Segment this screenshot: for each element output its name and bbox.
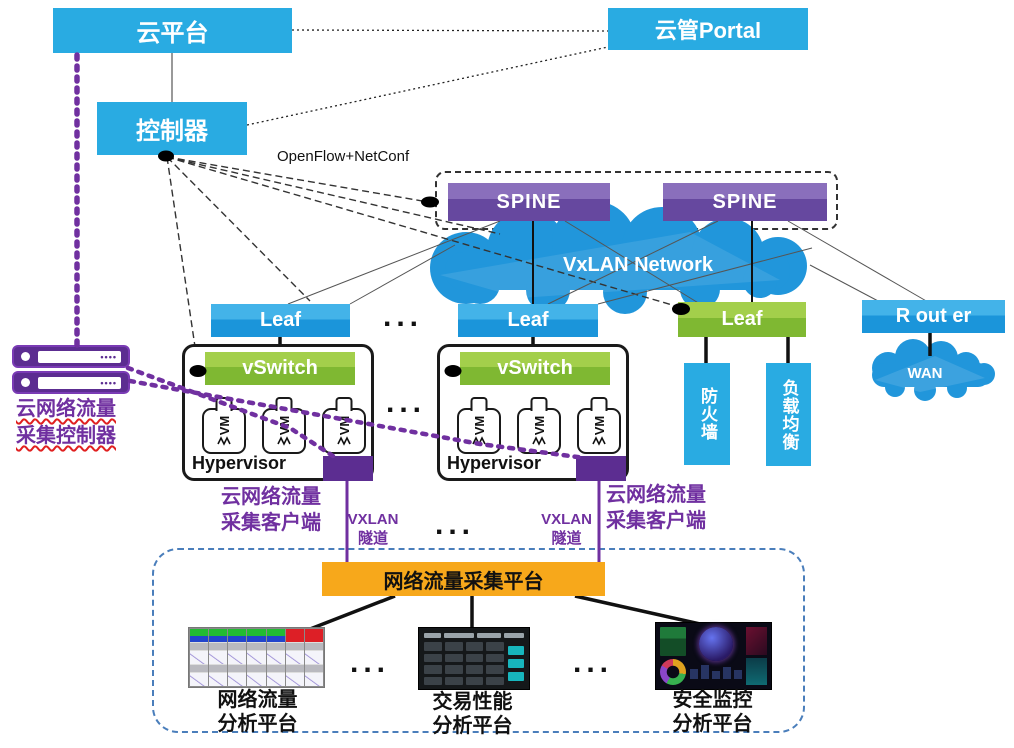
leaf-node-2: Leaf	[458, 304, 598, 337]
leaf-node-1: Leaf	[211, 304, 350, 337]
firewall-node: 防火墙	[684, 363, 730, 465]
vm-label: VM	[216, 415, 232, 436]
collector-label: 云网络流量 采集控制器	[16, 398, 116, 447]
spine-node-1: SPINE	[448, 183, 610, 221]
wan-cloud-icon	[872, 339, 995, 401]
ellipsis-leaf: ...	[382, 300, 423, 333]
vswitch-node-1: vSwitch	[205, 352, 355, 385]
vswitch-node-2: vSwitch	[460, 352, 610, 385]
cloud-portal-node: 云管Portal	[608, 8, 808, 50]
traffic-analysis-screenshot	[188, 627, 325, 688]
vm-icon: VM	[457, 408, 501, 454]
platform-label-2: 交易性能 分析平台	[432, 691, 513, 737]
collection-platform-node: 网络流量采集平台	[322, 562, 605, 596]
hypervisor-label-1: Hypervisor	[192, 453, 287, 473]
fabric-mesh-lines	[287, 220, 929, 305]
line-cloudplatform-portal	[291, 29, 609, 32]
server-slot-icon: ••••	[38, 376, 121, 389]
vm-label: VM	[591, 415, 607, 436]
spine-leaf-trunk-lines	[532, 221, 753, 304]
openflow-protocol-label: OpenFlow+NetConf	[277, 148, 410, 165]
hypervisor-label-2: Hypervisor	[447, 453, 542, 473]
ellipsis-tunnel: ...	[434, 508, 475, 541]
server-led-icon	[21, 352, 30, 361]
vxlan-network-label: VxLAN Network	[563, 254, 714, 276]
collector-server-icon: •••• ••••	[12, 345, 130, 394]
ellipsis-platform-2: ...	[572, 646, 613, 679]
load-balancer-node: 负载均衡	[766, 363, 811, 466]
vxlan-tunnel-label-1: VXLAN 隧道	[347, 511, 399, 547]
vm-label: VM	[471, 415, 487, 436]
platform-label-1: 网络流量 分析平台	[217, 689, 298, 735]
collection-agent-1	[323, 456, 373, 481]
collection-agent-2	[576, 456, 626, 481]
client-label-2: 云网络流量 采集客户端	[606, 484, 706, 532]
vm-label: VM	[276, 415, 292, 436]
leaf-node-3: Leaf	[678, 302, 806, 337]
controller-node: 控制器	[97, 102, 247, 155]
server-unit-icon: ••••	[12, 345, 130, 368]
vm-icon: VM	[577, 408, 621, 454]
server-led-icon	[21, 378, 30, 387]
ellipsis-platform-1: ...	[349, 646, 390, 679]
line-controller-portal	[246, 46, 609, 126]
vm-icon: VM	[202, 408, 246, 454]
wan-label: WAN	[908, 365, 943, 382]
client-label-1: 云网络流量 采集客户端	[221, 486, 321, 534]
vm-label: VM	[336, 415, 352, 436]
server-slot-icon: ••••	[38, 350, 121, 363]
spine-node-2: SPINE	[663, 183, 827, 221]
ellipsis-hypervisor: ...	[385, 386, 426, 419]
server-unit-icon: ••••	[12, 371, 130, 394]
vm-icon: VM	[322, 408, 366, 454]
transaction-performance-screenshot	[418, 627, 530, 690]
vm-icon: VM	[262, 408, 306, 454]
globe-icon	[698, 627, 733, 661]
vxlan-tunnel-label-2: VXLAN 隧道	[541, 511, 592, 547]
analysis-platform-frame	[152, 548, 805, 733]
security-monitoring-screenshot	[655, 622, 772, 690]
donut-chart-icon	[660, 659, 686, 685]
cloud-platform-node: 云平台	[53, 8, 292, 53]
router-node: R out er	[862, 300, 1005, 333]
platform-label-3: 安全监控 分析平台	[672, 689, 753, 735]
vm-label: VM	[531, 415, 547, 436]
vm-icon: VM	[517, 408, 561, 454]
